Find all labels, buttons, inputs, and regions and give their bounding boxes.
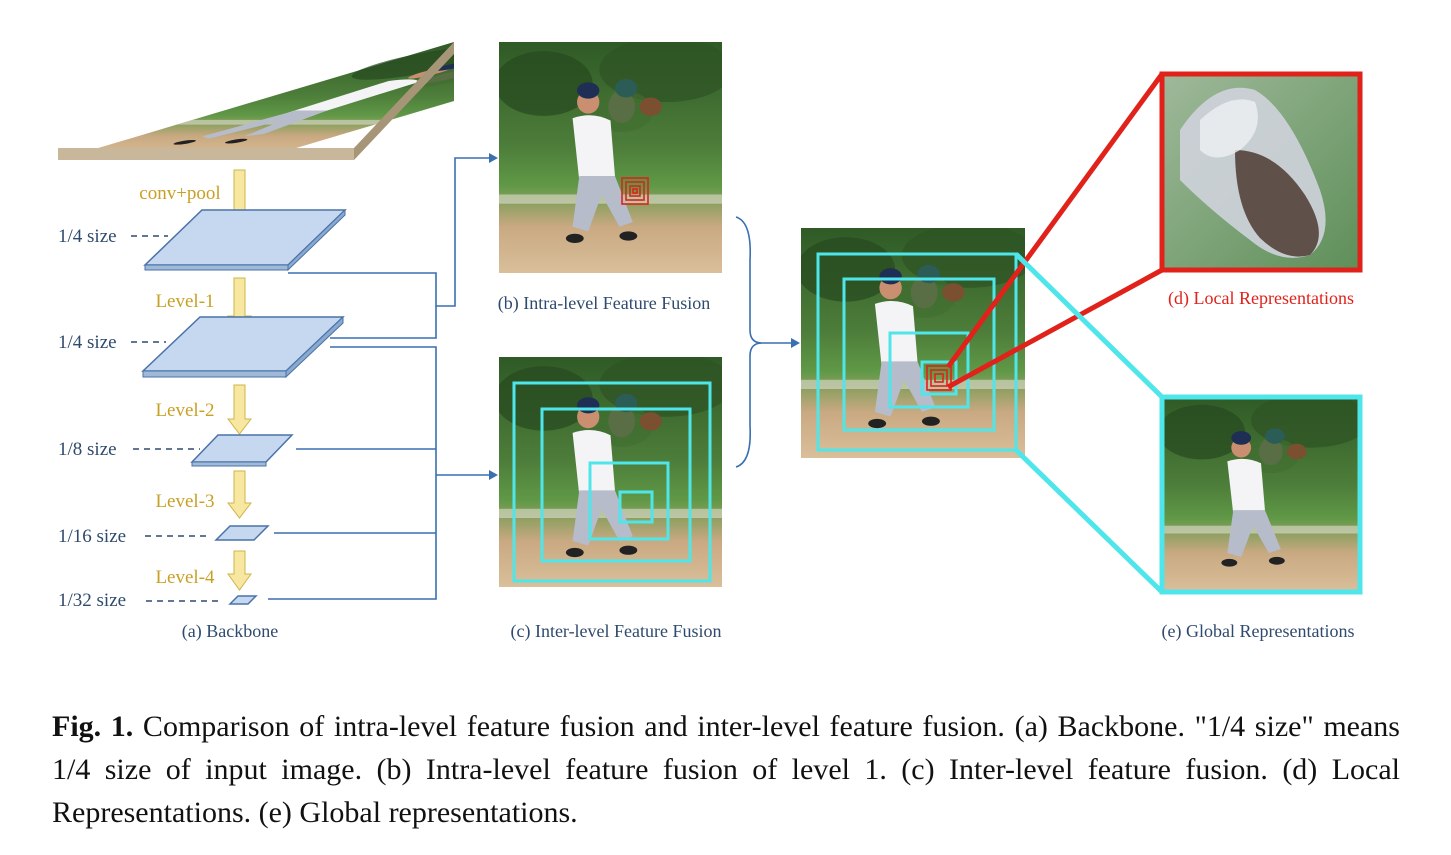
level-label: Level-1 [155,291,214,312]
down-arrow-icon [226,470,253,519]
size-label: 1/4 size [58,332,117,353]
local-representation-image [1159,71,1363,273]
feature-plane-level-2 [190,434,294,467]
figure-caption-lead: Fig. 1. [52,710,134,743]
input-image-plane [58,42,454,160]
panel-caption-b: (b) Intra-level Feature Fusion [498,293,710,314]
feature-plane-level-1 [141,315,345,379]
combined-image [801,228,1025,458]
panel-caption-a: (a) Backbone [182,621,278,642]
down-arrow-icon [226,384,253,435]
feature-plane-level-4 [228,595,258,605]
zoom-lines [945,72,1165,594]
backbone-panel: conv+pool Level-1 Level-2 Level-3 Level-… [58,42,454,642]
size-label: 1/4 size [58,226,117,247]
panel-caption-e: (e) Global Representations [1162,621,1355,642]
level-label: Level-2 [155,400,214,421]
panel-caption-d: (d) Local Representations [1168,288,1354,309]
down-arrow-icon [227,550,252,591]
feature-plane-conv [143,208,347,272]
global-representation-image [1159,394,1363,595]
size-leader-lines [131,235,222,602]
level-label: Level-4 [155,567,215,588]
level-label: Level-3 [155,491,214,512]
connector-lines [268,157,793,600]
figure-caption-body: Comparison of intra-level feature fusion… [52,710,1400,829]
size-label: 1/8 size [58,439,117,460]
panel-caption-c: (c) Inter-level Feature Fusion [510,621,721,642]
size-label: 1/16 size [58,526,126,547]
inter-level-image [499,357,722,587]
figure-caption: Fig. 1. Comparison of intra-level featur… [52,705,1400,834]
intra-level-image [499,42,722,273]
conv-pool-label: conv+pool [139,183,220,204]
size-label: 1/32 size [58,590,126,611]
figure-diagram: conv+pool Level-1 Level-2 Level-3 Level-… [58,42,1363,642]
feature-plane-level-3 [214,525,270,541]
